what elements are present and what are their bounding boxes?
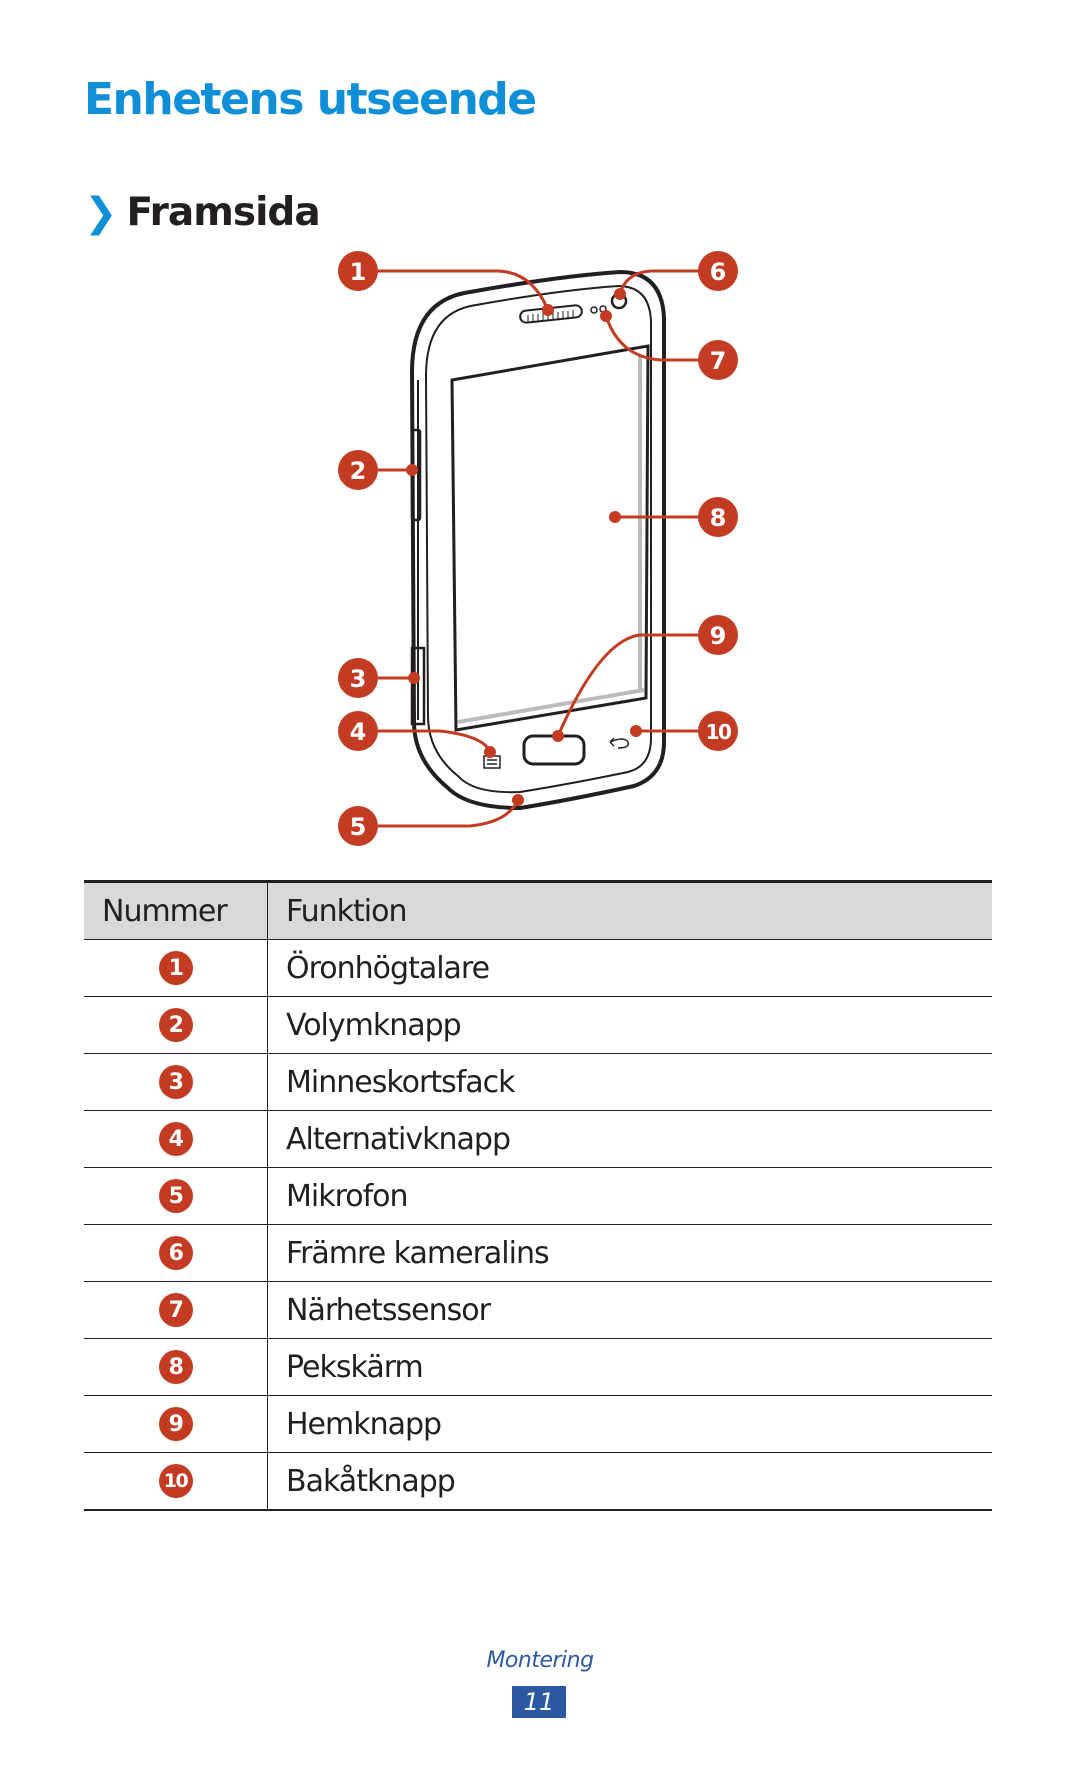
svg-text:8: 8 xyxy=(710,504,727,532)
callout-anchor-dots xyxy=(406,288,642,806)
callout-4: 4 xyxy=(338,711,378,751)
svg-text:6: 6 xyxy=(710,258,727,286)
number-badge: 2 xyxy=(158,1008,193,1042)
table-row: 9 Hemknapp xyxy=(84,1396,992,1453)
svg-text:4: 4 xyxy=(350,718,367,746)
number-badge: 9 xyxy=(158,1407,193,1441)
number-badge: 7 xyxy=(158,1293,193,1327)
callout-10: 10 xyxy=(698,711,738,751)
number-badge: 8 xyxy=(158,1350,193,1384)
table-row: 1 Öronhögtalare xyxy=(84,940,992,997)
callout-6: 6 xyxy=(698,251,738,291)
chevron-right-icon: ❯ xyxy=(84,189,118,236)
table-row: 8 Pekskärm xyxy=(84,1339,992,1396)
number-badge: 6 xyxy=(158,1236,193,1270)
number-badge: 5 xyxy=(158,1179,193,1213)
svg-text:2: 2 xyxy=(350,457,367,485)
svg-text:3: 3 xyxy=(350,665,367,693)
function-cell: Närhetssensor xyxy=(286,1292,491,1328)
table-row: 2 Volymknapp xyxy=(84,997,992,1054)
svg-text:1: 1 xyxy=(350,258,367,286)
callout-9: 9 xyxy=(698,615,738,655)
svg-text:9: 9 xyxy=(710,622,727,650)
table-row: 4 Alternativknapp xyxy=(84,1111,992,1168)
header-function: Funktion xyxy=(286,893,407,929)
callout-8: 8 xyxy=(698,497,738,537)
svg-text:5: 5 xyxy=(350,813,367,841)
table-row: 3 Minneskortsfack xyxy=(84,1054,992,1111)
function-cell: Hemknapp xyxy=(286,1406,442,1442)
callout-3: 3 xyxy=(338,658,378,698)
footer-section-label: Montering xyxy=(486,1648,594,1673)
table-row: 5 Mikrofon xyxy=(84,1168,992,1225)
phone-illustration xyxy=(409,269,666,811)
table-row: 6 Främre kameralins xyxy=(84,1225,992,1282)
number-badge: 4 xyxy=(158,1122,193,1156)
number-badge: 1 xyxy=(158,951,193,985)
section-title: Framsida xyxy=(126,190,321,235)
svg-text:10: 10 xyxy=(706,720,731,744)
function-cell: Mikrofon xyxy=(286,1178,409,1214)
page-title: Enhetens utseende xyxy=(84,74,537,125)
header-number: Nummer xyxy=(102,893,228,929)
callout-5: 5 xyxy=(338,806,378,846)
function-cell: Öronhögtalare xyxy=(286,950,490,986)
number-badge: 3 xyxy=(158,1065,193,1099)
device-front-diagram: 1 2 3 4 5 6 7 8 9 10 xyxy=(338,251,738,846)
callout-7: 7 xyxy=(698,340,738,380)
function-cell: Bakåtknapp xyxy=(286,1463,456,1499)
header-number-cell: Nummer xyxy=(84,883,268,939)
function-cell: Volymknapp xyxy=(286,1007,462,1043)
function-cell: Alternativknapp xyxy=(286,1121,511,1157)
number-badge: 10 xyxy=(158,1464,193,1498)
function-cell: Främre kameralins xyxy=(286,1235,550,1271)
table-header: Nummer Funktion xyxy=(84,880,992,940)
section-heading: ❯ Framsida xyxy=(84,189,321,236)
function-cell: Pekskärm xyxy=(286,1349,424,1385)
callout-2: 2 xyxy=(338,450,378,490)
function-cell: Minneskortsfack xyxy=(286,1064,516,1100)
table-row: 7 Närhetssensor xyxy=(84,1282,992,1339)
callout-1: 1 xyxy=(338,251,378,291)
svg-text:7: 7 xyxy=(710,347,727,375)
table-row: 10 Bakåtknapp xyxy=(84,1453,992,1511)
page-number: 11 xyxy=(512,1686,566,1718)
parts-table: Nummer Funktion 1 Öronhögtalare 2 Volymk… xyxy=(84,880,992,1511)
